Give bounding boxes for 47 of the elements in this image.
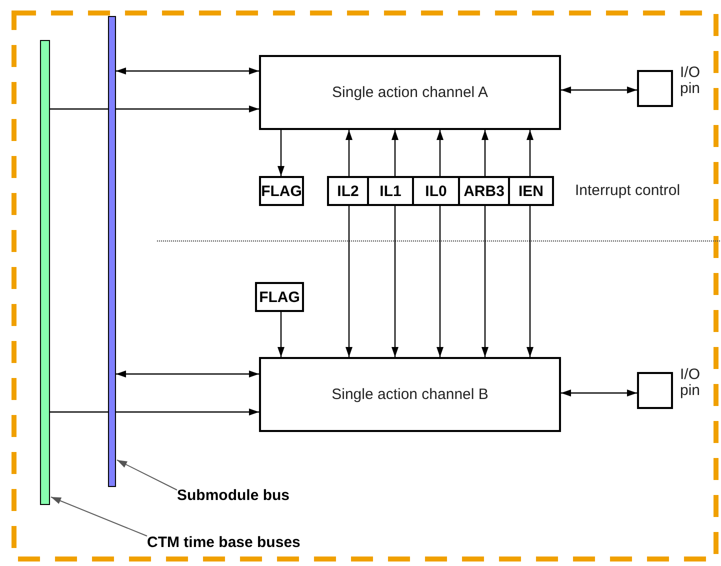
arrow (50, 408, 259, 416)
channel-box (259, 55, 561, 130)
register-box (327, 176, 369, 206)
register-box (367, 176, 414, 206)
bus-label: Submodule bus (177, 486, 290, 504)
arrow (116, 370, 259, 378)
register-box (508, 176, 554, 206)
pin-label: I/O pin (680, 65, 702, 96)
register-label: IL1 (380, 182, 402, 200)
arrow (346, 130, 352, 176)
arrow (482, 206, 488, 357)
pin-box (637, 70, 673, 107)
register-label: FLAG (261, 182, 302, 200)
bus-label: CTM time base buses (147, 534, 300, 550)
arrow (526, 206, 534, 357)
register-box (259, 176, 304, 206)
arrow (526, 130, 534, 176)
register-label: IEN (518, 182, 544, 200)
arrow (278, 312, 284, 357)
channel-box (259, 357, 561, 432)
leader-line (50, 496, 148, 536)
arrow (436, 130, 444, 176)
arrow (561, 390, 637, 396)
register-box (255, 282, 304, 312)
register-label: IL0 (425, 182, 447, 200)
arrow (482, 130, 488, 176)
register-label: ARB3 (464, 182, 504, 200)
channel-label: Single action channel A (332, 84, 488, 101)
arrow (561, 86, 637, 94)
channel-label: Single action channel B (332, 386, 488, 403)
arrow (392, 130, 398, 176)
bus-bar (108, 16, 116, 487)
pin-box (637, 372, 673, 409)
pin-label: I/O pin (680, 367, 702, 398)
arrow (392, 206, 398, 357)
arrow (116, 68, 259, 74)
register-label: FLAG (259, 288, 300, 306)
arrow (346, 206, 352, 357)
bus-bar (40, 40, 50, 505)
section-label: Interrupt control (575, 182, 680, 199)
leader-line (116, 460, 178, 490)
arrow (278, 130, 284, 176)
register-label: IL2 (337, 182, 359, 200)
arrow (436, 206, 444, 357)
arrow (50, 106, 259, 112)
register-box (412, 176, 460, 206)
register-box (458, 176, 510, 206)
